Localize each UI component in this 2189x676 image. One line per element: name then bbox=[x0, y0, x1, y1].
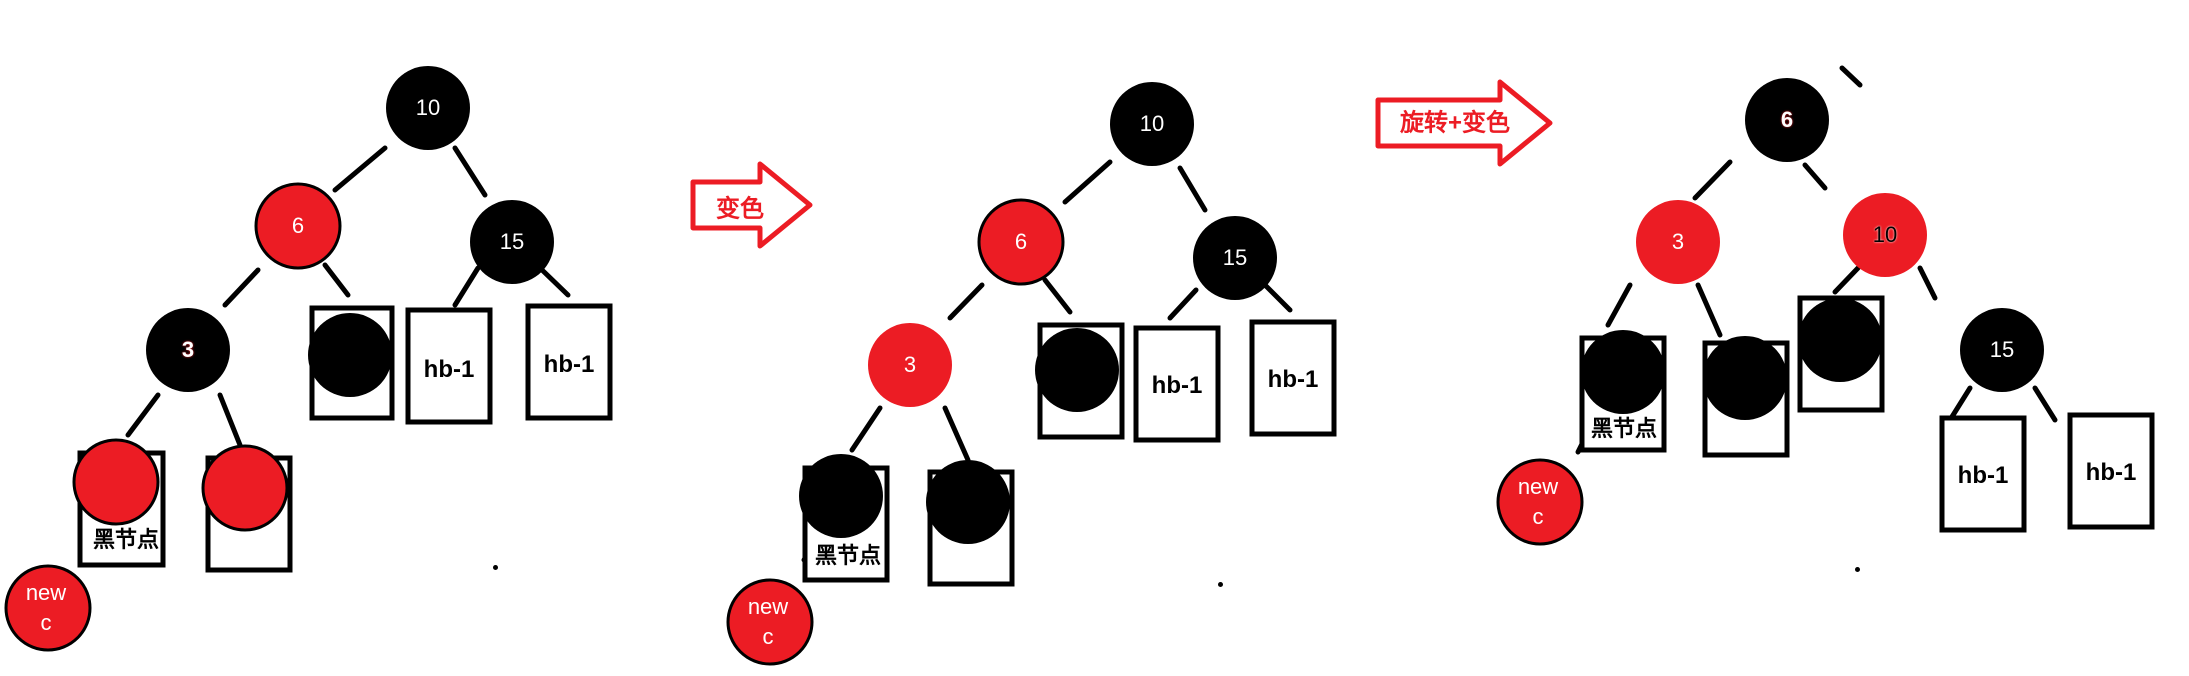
edge bbox=[1062, 159, 1113, 205]
edge bbox=[1695, 282, 1723, 338]
node-3 bbox=[1636, 200, 1720, 284]
node-10-label: 10 bbox=[1872, 222, 1898, 247]
hb-label: hb-1 bbox=[1267, 366, 1319, 393]
node-15-label: 15 bbox=[499, 229, 525, 254]
node-6-label: 6 bbox=[1780, 107, 1794, 132]
edge bbox=[222, 267, 261, 308]
dot bbox=[1855, 567, 1860, 572]
dot bbox=[493, 565, 498, 570]
edge bbox=[322, 262, 351, 298]
node-3-label: 3 bbox=[1671, 229, 1685, 254]
edge bbox=[849, 405, 883, 453]
edge bbox=[2032, 385, 2058, 423]
node-3 bbox=[146, 308, 230, 392]
edge bbox=[947, 282, 985, 321]
hb-label: hb-1 bbox=[2085, 459, 2137, 486]
hb-box bbox=[2067, 412, 2155, 530]
child-left-node bbox=[72, 438, 160, 526]
edge bbox=[1177, 165, 1208, 213]
node-3 bbox=[868, 323, 952, 407]
node-6 bbox=[977, 198, 1065, 286]
node-15-label: 15 bbox=[1222, 245, 1248, 270]
node-15 bbox=[470, 200, 554, 284]
node-6 bbox=[254, 182, 342, 270]
edge bbox=[125, 392, 161, 438]
black-node-label: 黑节点 bbox=[814, 543, 882, 568]
hb-label: hb-1 bbox=[1957, 462, 2009, 489]
tree-after-rotate-graphics bbox=[1496, 65, 2155, 546]
tree-before: 10 6 15 3 hb-1 hb-1 黑节点 new c bbox=[0, 0, 700, 676]
node-10-label: 10 bbox=[415, 95, 441, 120]
hb-box bbox=[1939, 415, 2027, 533]
edge bbox=[1839, 65, 1863, 88]
node-10 bbox=[386, 66, 470, 150]
node-6 bbox=[1745, 78, 1829, 162]
node-15-label: 15 bbox=[1989, 337, 2015, 362]
node-15 bbox=[1960, 308, 2044, 392]
arrow-rotate-recolor: 旋转+变色 bbox=[1375, 78, 1555, 168]
edge bbox=[1692, 159, 1733, 201]
child-left-node bbox=[799, 454, 883, 538]
new-c-label: new c bbox=[747, 594, 789, 649]
node-15 bbox=[1193, 216, 1277, 300]
edge bbox=[452, 265, 481, 308]
hb-label: hb-1 bbox=[543, 351, 595, 378]
node-6-label: 6 bbox=[1014, 229, 1028, 254]
child-right-node bbox=[926, 460, 1010, 544]
arrow-recolor: 变色 bbox=[690, 160, 815, 250]
edge bbox=[537, 265, 571, 298]
child-right-node bbox=[201, 444, 289, 532]
tree-before-graphics bbox=[4, 66, 613, 652]
black-node-label: 黑节点 bbox=[92, 527, 160, 552]
node-10-label: 10 bbox=[1139, 111, 1165, 136]
tree-after-rotate: 6 3 10 15 hb-1 hb-1 黑节点 new c bbox=[1480, 0, 2189, 676]
hb-box bbox=[1249, 319, 1337, 437]
edge bbox=[1262, 282, 1293, 313]
black-leaf-node bbox=[1798, 298, 1882, 382]
new-c-label: new c bbox=[25, 580, 67, 635]
node-3-label: 3 bbox=[181, 337, 195, 362]
new-c-label: new c bbox=[1517, 474, 1559, 529]
black-node-label: 黑节点 bbox=[1590, 416, 1658, 441]
edge bbox=[1605, 282, 1633, 328]
dot bbox=[1218, 582, 1223, 587]
new-c-node bbox=[1496, 458, 1584, 546]
node-10 bbox=[1110, 82, 1194, 166]
edge bbox=[1042, 277, 1073, 315]
edge bbox=[332, 145, 388, 193]
tree-after-recolor: 10 6 15 3 hb-1 hb-1 黑节点 new c bbox=[700, 0, 1400, 676]
edge bbox=[1832, 265, 1861, 295]
edge bbox=[217, 392, 243, 448]
edge bbox=[1802, 162, 1828, 191]
hb-box bbox=[1133, 325, 1221, 443]
arrow-rotate-recolor-label: 旋转+变色 bbox=[1399, 109, 1511, 137]
new-c-node bbox=[726, 578, 814, 666]
edge bbox=[1917, 265, 1938, 301]
edge bbox=[1947, 385, 1973, 423]
edge bbox=[452, 145, 488, 198]
node-6-label: 6 bbox=[291, 213, 305, 238]
black-leaf-node bbox=[1035, 328, 1119, 412]
node-3-label: 3 bbox=[903, 352, 917, 377]
new-c-node bbox=[4, 564, 92, 652]
hb-label: hb-1 bbox=[423, 356, 475, 383]
black-leaf-node bbox=[1581, 330, 1665, 414]
black-leaf-node bbox=[1703, 336, 1787, 420]
node-10 bbox=[1843, 193, 1927, 277]
hb-box bbox=[525, 303, 613, 421]
black-leaf-node bbox=[308, 313, 392, 397]
hb-label: hb-1 bbox=[1151, 372, 1203, 399]
hb-box bbox=[405, 307, 493, 425]
tree-after-recolor-graphics bbox=[726, 82, 1337, 666]
edge bbox=[1167, 287, 1199, 321]
edge bbox=[942, 405, 971, 463]
arrow-recolor-label: 变色 bbox=[716, 195, 764, 223]
